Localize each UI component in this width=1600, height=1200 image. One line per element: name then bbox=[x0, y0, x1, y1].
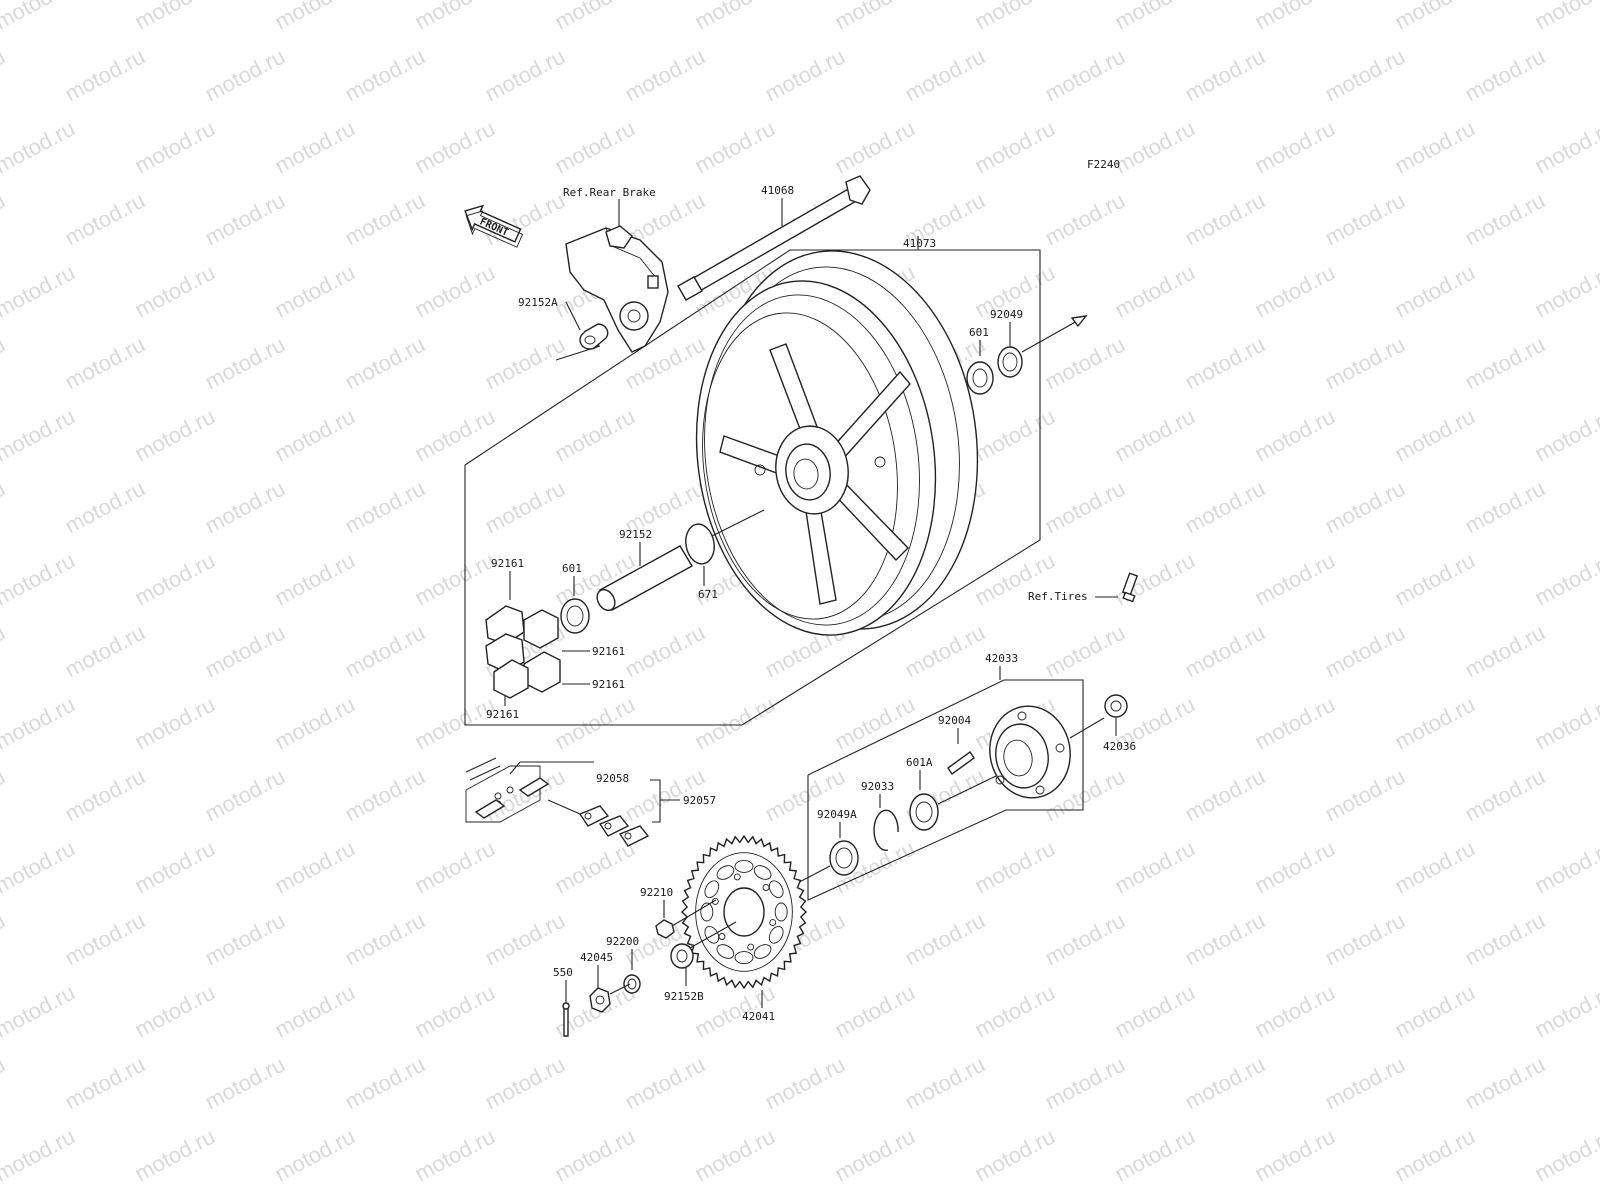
coupling-42033 bbox=[989, 705, 1071, 799]
diagram-code: F2240 bbox=[1087, 158, 1120, 171]
label-92161-b: 92161 bbox=[592, 645, 625, 658]
label-601-top: 601 bbox=[969, 326, 989, 339]
seal-92049 bbox=[997, 346, 1023, 378]
nut-92210 bbox=[655, 919, 675, 939]
label-42041: 42041 bbox=[742, 1010, 775, 1023]
cotter-pin-550 bbox=[562, 1002, 570, 1037]
label-92161-c: 92161 bbox=[592, 678, 625, 691]
sprocket-lightening-hole bbox=[768, 925, 784, 944]
damper-set-92161 bbox=[485, 605, 561, 699]
axle-41068 bbox=[677, 175, 871, 301]
label-92161-a: 92161 bbox=[491, 557, 524, 570]
label-92210: 92210 bbox=[640, 886, 673, 899]
label-92049A: 92049A bbox=[817, 808, 857, 821]
label-41073: 41073 bbox=[903, 237, 936, 250]
front-arrow-icon: FRONT bbox=[464, 204, 524, 248]
wheel-rim bbox=[695, 250, 979, 636]
ref-tires-label: Ref.Tires bbox=[1028, 590, 1088, 603]
label-92033: 92033 bbox=[861, 780, 894, 793]
collar-42036 bbox=[1104, 694, 1128, 718]
label-92152A: 92152A bbox=[518, 296, 558, 309]
collar-92152A bbox=[579, 323, 609, 350]
sprocket-lightening-hole bbox=[704, 880, 720, 899]
sprocket-bolt-hole bbox=[733, 873, 741, 881]
sprocket-bolt-hole bbox=[762, 884, 770, 891]
washer-92200 bbox=[623, 974, 641, 994]
label-42033: 42033 bbox=[985, 652, 1018, 665]
label-601A: 601A bbox=[906, 756, 933, 769]
chain-joint-92058 bbox=[465, 765, 550, 823]
label-671: 671 bbox=[698, 588, 718, 601]
sprocket-bolt-hole bbox=[747, 943, 755, 951]
label-42036: 42036 bbox=[1103, 740, 1136, 753]
sprocket-center-bore bbox=[723, 887, 765, 937]
sprocket-lightening-hole bbox=[753, 865, 772, 880]
label-92152B: 92152B bbox=[664, 990, 704, 1003]
label-92057: 92057 bbox=[683, 794, 716, 807]
bearing-601-top bbox=[966, 361, 994, 395]
seal-92049A bbox=[829, 840, 859, 876]
bearing-601A bbox=[909, 793, 939, 831]
collar-92152 bbox=[596, 545, 693, 612]
stud-92004 bbox=[947, 751, 975, 775]
label-92004: 92004 bbox=[938, 714, 971, 727]
sprocket-lightening-hole bbox=[716, 944, 735, 959]
label-92049: 92049 bbox=[990, 308, 1023, 321]
bearing-601-left bbox=[560, 598, 590, 634]
sprocket-lightening-hole bbox=[716, 865, 735, 880]
sprocket-42041 bbox=[681, 834, 807, 990]
sprocket-lightening-hole bbox=[734, 951, 754, 965]
tire-valve-icon bbox=[1121, 572, 1139, 603]
sprocket-bolt-hole bbox=[718, 933, 726, 940]
frame-42033 bbox=[807, 679, 1084, 901]
label-92200: 92200 bbox=[606, 935, 639, 948]
label-92152: 92152 bbox=[619, 528, 652, 541]
sprocket-lightening-hole bbox=[753, 944, 772, 959]
sprocket-lightening-hole bbox=[774, 902, 788, 922]
label-42045: 42045 bbox=[580, 951, 613, 964]
circlip-92033 bbox=[873, 809, 899, 851]
sprocket-lightening-hole bbox=[704, 925, 720, 944]
sprocket-bolt-hole bbox=[711, 897, 719, 905]
label-41068: 41068 bbox=[761, 184, 794, 197]
ref-rear-brake-label: Ref.Rear Brake bbox=[563, 186, 656, 199]
label-550: 550 bbox=[553, 966, 573, 979]
label-601-left: 601 bbox=[562, 562, 582, 575]
drive-chain-92057 bbox=[465, 757, 650, 847]
sprocket-lightening-hole bbox=[700, 902, 714, 922]
sprocket-bolt-hole bbox=[769, 919, 777, 927]
label-92058: 92058 bbox=[596, 772, 629, 785]
collar-92152B bbox=[670, 943, 694, 969]
castle-nut-42045 bbox=[589, 987, 611, 1013]
frame-41073 bbox=[464, 249, 1041, 726]
sprocket-lightening-hole bbox=[768, 880, 784, 899]
oring-671 bbox=[685, 523, 715, 565]
sprocket-lightening-hole bbox=[734, 859, 754, 873]
label-92161-d: 92161 bbox=[486, 708, 519, 721]
caliper-bracket bbox=[565, 225, 669, 353]
